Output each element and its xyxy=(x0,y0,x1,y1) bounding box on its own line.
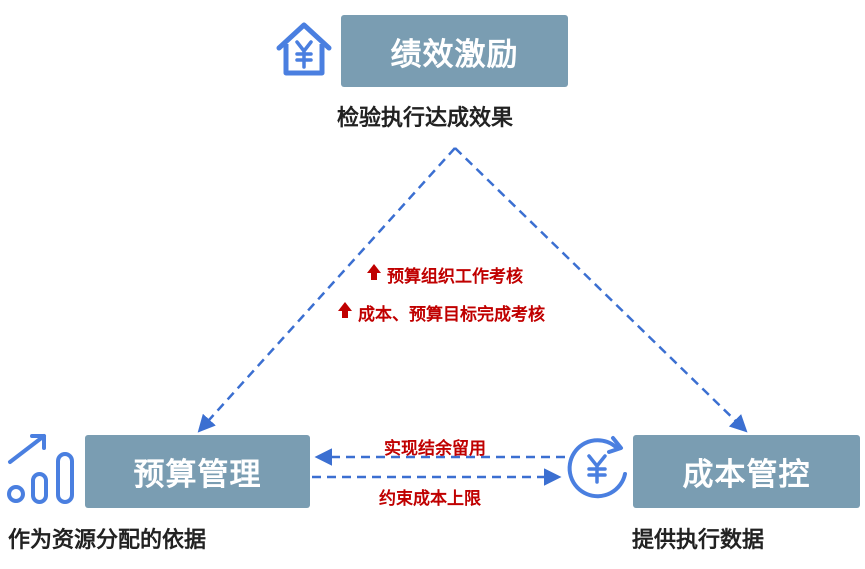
house-yen-icon xyxy=(273,18,335,80)
caption-cost-control: 提供执行数据 xyxy=(632,528,765,553)
node-label: 预算管理 xyxy=(133,457,262,493)
up-arrow-icon xyxy=(367,264,381,285)
node-budget-management: 预算管理 xyxy=(85,435,310,508)
caption-performance-incentive: 检验执行达成效果 xyxy=(337,106,514,131)
yen-cycle-icon xyxy=(565,432,633,502)
label-target-completion-assessment: 成本、预算目标完成考核 xyxy=(338,300,545,325)
caption-budget-management: 作为资源分配的依据 xyxy=(8,528,207,553)
node-performance-incentive: 绩效激励 xyxy=(341,15,568,87)
dashed-line-apex-to-right xyxy=(454,147,748,433)
label-text: 预算组织工作考核 xyxy=(387,267,523,287)
label-budget-org-assessment: 预算组织工作考核 xyxy=(367,262,523,287)
node-label: 成本管控 xyxy=(682,457,811,493)
label-surplus-retention: 实现结余留用 xyxy=(384,439,486,459)
label-text: 成本、预算目标完成考核 xyxy=(358,305,545,325)
node-label: 绩效激励 xyxy=(390,36,519,73)
label-cost-ceiling: 约束成本上限 xyxy=(379,489,481,509)
up-arrow-icon xyxy=(338,302,352,323)
growth-chart-icon xyxy=(6,432,78,506)
node-cost-control: 成本管控 xyxy=(633,435,860,508)
dashed-line-apex-to-left xyxy=(197,147,456,433)
